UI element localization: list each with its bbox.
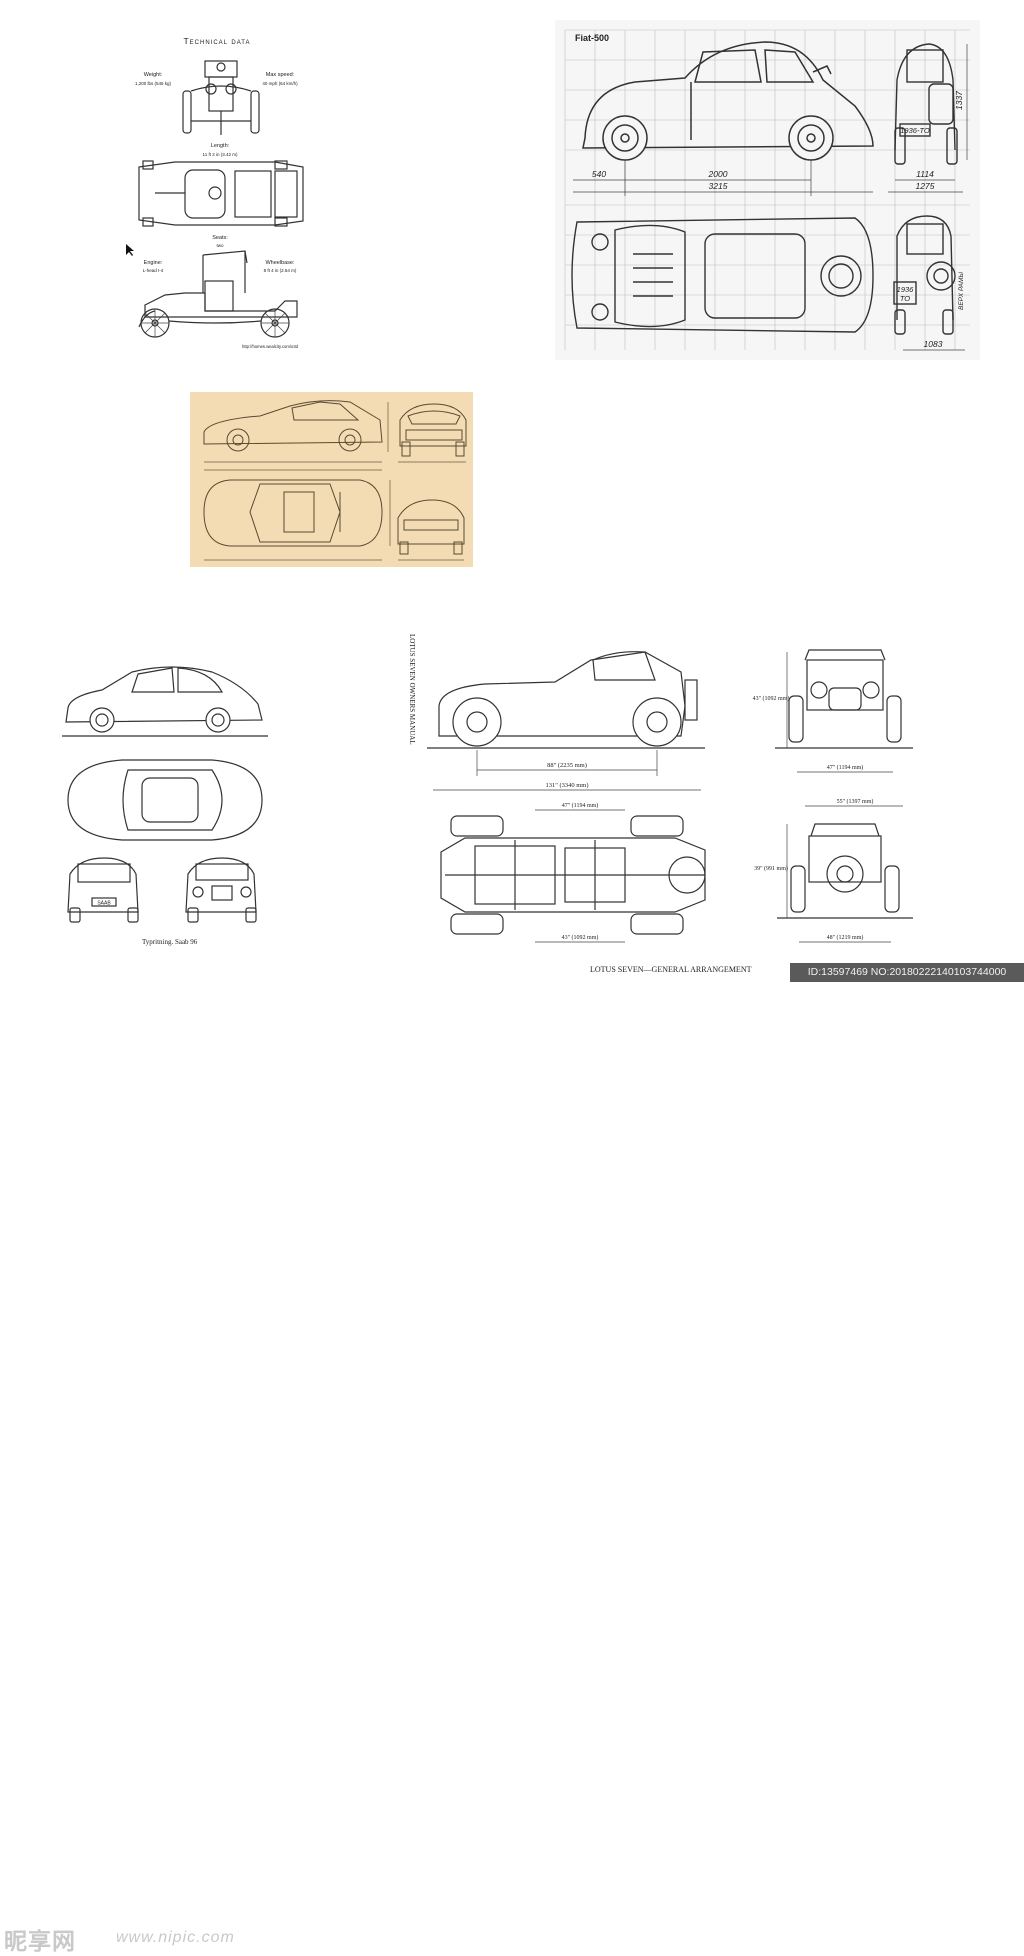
model-t-weight-value: 1,200 lbs (545 kg): [135, 81, 172, 86]
fiat-dim-length: 3215: [709, 181, 728, 191]
lotus-dim-plan-width: 47" (1194 mm): [562, 802, 599, 809]
model-t-length-label: Length:: [211, 143, 230, 149]
site-logo: 昵享网: [4, 1928, 76, 1954]
fiat-plate-rear-line2: TO: [900, 294, 910, 303]
model-t-weight-label: Weight:: [144, 72, 163, 78]
saab-rear-view: [67, 857, 139, 923]
citroen-front-view: [399, 403, 467, 457]
fiat-dim-track: 1114: [916, 169, 934, 179]
lotus-side-title: LOTUS SEVEN OWNERS MANUAL: [408, 634, 416, 745]
lotus-side-view: [427, 651, 705, 749]
lotus-dim-height-rear: 39" (991 mm): [754, 865, 788, 872]
image-id-badge: ID:13597469 NO:20180222140103744000: [790, 963, 1024, 982]
lotus-plan-view: [440, 815, 706, 935]
fiat-dim-wheelbase: 2000: [708, 169, 728, 179]
model-t-blueprint: Technical data Weight: 1,200 lbs (545 kg…: [125, 25, 315, 350]
fiat-dim-front-overhang: 540: [592, 169, 606, 179]
fiat-top-view: [571, 217, 874, 333]
fiat-dim-width: 1275: [916, 181, 935, 191]
fiat-side-view: [582, 41, 874, 161]
lotus-dim-length: 131" (3340 mm): [545, 782, 588, 789]
lotus-rear-dimensions: [786, 805, 903, 943]
lotus-front-dimensions: [786, 652, 893, 773]
model-t-source-url: http://homes.wealcity.com/o3d: [242, 344, 299, 349]
model-t-engine-label: Engine:: [144, 260, 163, 266]
fiat-plate-side: 1936-TO: [900, 126, 930, 135]
lotus-dim-track-rear: 48" (1219 mm): [827, 934, 864, 941]
citroen-top-view: [203, 479, 383, 547]
lotus-dim-wheelbase: 88" (2235 mm): [547, 762, 587, 769]
fiat-plate-rear-line1: 1936: [897, 285, 915, 294]
model-t-title: Technical data: [183, 36, 250, 46]
fiat-rear-view: [893, 215, 956, 335]
citroen-side-view: [203, 400, 383, 452]
fiat-front-dimensions: [888, 44, 968, 193]
lotus-plan-dimensions: [535, 809, 625, 943]
model-t-wheelbase-label: Wheelbase:: [265, 260, 295, 266]
fiat-dim-height: 1337: [954, 91, 964, 110]
saab-96-blueprint: SAAB Typritning. Saab 96: [62, 660, 272, 955]
model-t-speed-value: 40 mph (64 km/h): [262, 81, 298, 86]
model-t-top-view: [138, 160, 304, 227]
lotus-dim-width-rear: 55" (1397 mm): [837, 798, 874, 805]
citroen-sm-blueprint: [190, 392, 473, 567]
saab-plate: SAAB: [97, 901, 111, 907]
cursor-arrow-icon: [126, 244, 134, 256]
lotus-side-dimensions: [433, 750, 701, 791]
lotus-front-view: [775, 649, 913, 749]
model-t-wheelbase-value: 8 ft 4 in (2.54 m): [264, 268, 297, 273]
saab-front-view: [185, 857, 257, 923]
saab-side-view: [62, 666, 268, 737]
lotus-seven-blueprint: LOTUS SEVEN OWNERS MANUAL 88" (2235 mm) …: [405, 630, 925, 975]
citroen-rear-view: [397, 499, 465, 555]
fiat-front-view: [894, 43, 958, 165]
model-t-seats-value: two: [216, 243, 224, 248]
model-t-front-view: [182, 60, 260, 135]
model-t-length-value: 11 ft 2 in (3.42 m): [203, 152, 238, 157]
fiat-side-dimensions: [573, 160, 873, 196]
model-t-seats-label: Seats:: [212, 235, 228, 241]
fiat-dim-rear-track: 1083: [924, 339, 943, 349]
model-t-engine-value: L-head I-4: [143, 268, 164, 273]
model-t-wheel-spokes: [141, 309, 289, 337]
lotus-dim-track-front: 47" (1194 mm): [827, 764, 864, 771]
lotus-rear-view: [777, 823, 913, 919]
fiat-title: Fiat-500: [575, 33, 609, 43]
saab-top-view: [67, 759, 263, 841]
model-t-speed-label: Max speed:: [266, 72, 295, 78]
saab-caption: Typritning. Saab 96: [142, 938, 198, 946]
lotus-caption: LOTUS SEVEN—GENERAL ARRANGEMENT: [590, 965, 752, 974]
fiat-frame-label: ВЕРХ РАМЫ: [958, 272, 965, 310]
lotus-dim-height-front: 43" (1092 mm): [753, 695, 790, 702]
lotus-dim-plan-rear: 43" (1092 mm): [562, 934, 599, 941]
site-url: www.nipic.com: [116, 1929, 235, 1946]
citroen-dimension-lines: [204, 402, 466, 561]
fiat-500-blueprint: Fiat-500 540 2000 3215 1936-TO: [555, 20, 980, 360]
fiat-grid: [564, 29, 970, 350]
